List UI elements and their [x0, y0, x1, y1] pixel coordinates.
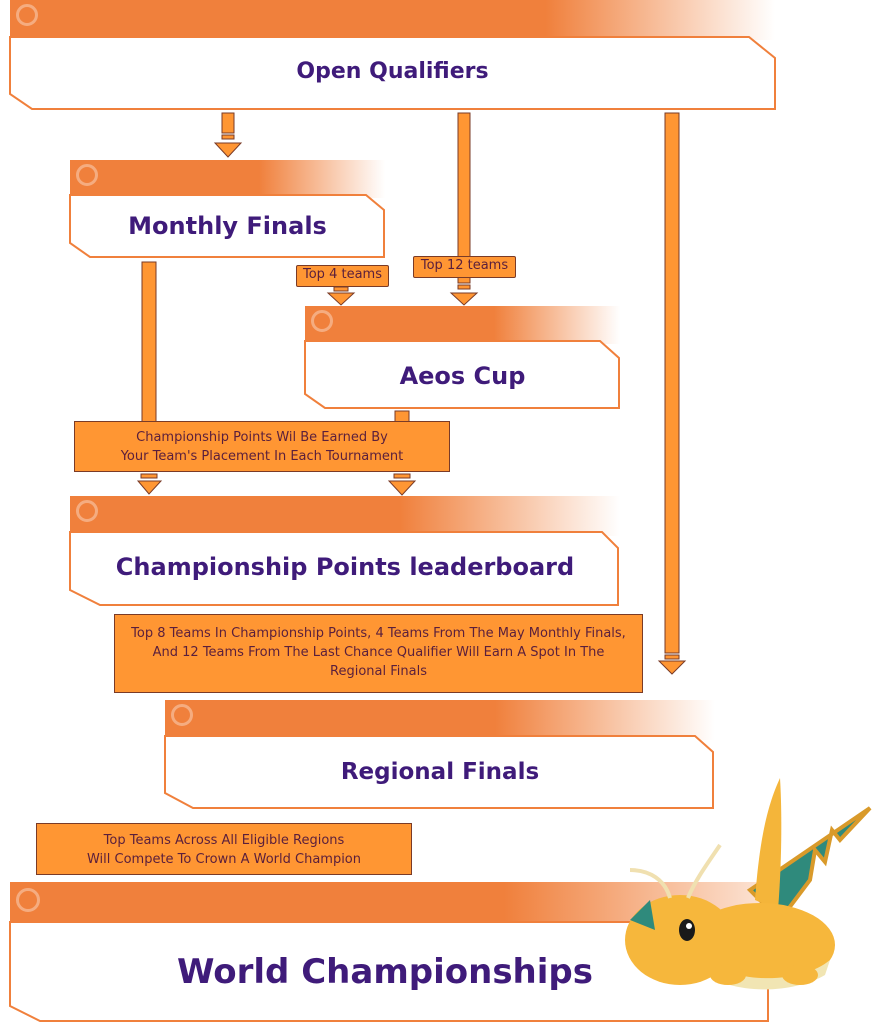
stage-title: World Championships: [176, 952, 593, 992]
regional-note-line3: Regional Finals: [330, 664, 427, 679]
pokeball-icon: [311, 310, 333, 332]
stage-title: Open Qualifiers: [296, 59, 489, 84]
stage-title: Championship Points leaderboard: [115, 553, 575, 581]
pokeball-icon: [171, 704, 193, 726]
stage-aeos-cup: Aeos Cup: [304, 306, 620, 411]
stage-monthly-finals: Monthly Finals: [69, 160, 385, 260]
arrow-shaft: [457, 112, 471, 284]
stage-points-leaderboard: Championship Points leaderboard: [69, 496, 620, 608]
points-note: Championship Points Wil Be Earned By You…: [74, 421, 450, 472]
pokeball-icon: [16, 4, 38, 26]
regional-note-line2: And 12 Teams From The Last Chance Qualif…: [152, 645, 605, 660]
arrow-gap-bar: [393, 473, 411, 479]
regional-note-line1: Top 8 Teams In Championship Points, 4 Te…: [131, 626, 626, 641]
points-note-line2: Your Team's Placement In Each Tournament: [120, 449, 404, 464]
stage-regional-finals: Regional Finals: [164, 700, 715, 812]
stage-title: Monthly Finals: [128, 212, 327, 240]
arrow-shaft: [664, 112, 680, 654]
worlds-note: Top Teams Across All Eligible Regions Wi…: [36, 823, 412, 875]
arrow-head: [136, 480, 163, 495]
arrow-head: [213, 142, 243, 158]
arrow-head: [657, 660, 687, 675]
pokeball-icon: [76, 164, 98, 186]
pokeball-icon: [76, 500, 98, 522]
arrow-gap-bar: [333, 286, 349, 292]
arrow-shaft: [141, 261, 157, 423]
arrow-shaft: [221, 112, 235, 134]
arrow-gap-bar: [664, 654, 680, 660]
worlds-note-line2: Will Compete To Crown A World Champion: [86, 852, 362, 867]
arrow-gap-bar: [457, 284, 471, 290]
regional-note: Top 8 Teams In Championship Points, 4 Te…: [114, 614, 643, 693]
worlds-note-line1: Top Teams Across All Eligible Regions: [103, 833, 345, 848]
tag-top-4: Top 4 teams: [296, 265, 389, 287]
arrow-gap-bar: [140, 473, 158, 479]
pokeball-icon: [16, 888, 40, 912]
stage-title: Aeos Cup: [399, 362, 526, 390]
arrow-gap-bar: [221, 134, 235, 140]
points-note-line1: Championship Points Wil Be Earned By: [136, 430, 388, 445]
tag-top-12: Top 12 teams: [413, 256, 516, 278]
arrow-head: [449, 292, 479, 306]
arrow-head: [387, 480, 417, 496]
stage-title: Regional Finals: [340, 759, 540, 785]
stage-open-qualifiers: Open Qualifiers: [9, 0, 776, 112]
dragonite-illustration: [625, 778, 872, 990]
arrow-head: [326, 292, 356, 306]
